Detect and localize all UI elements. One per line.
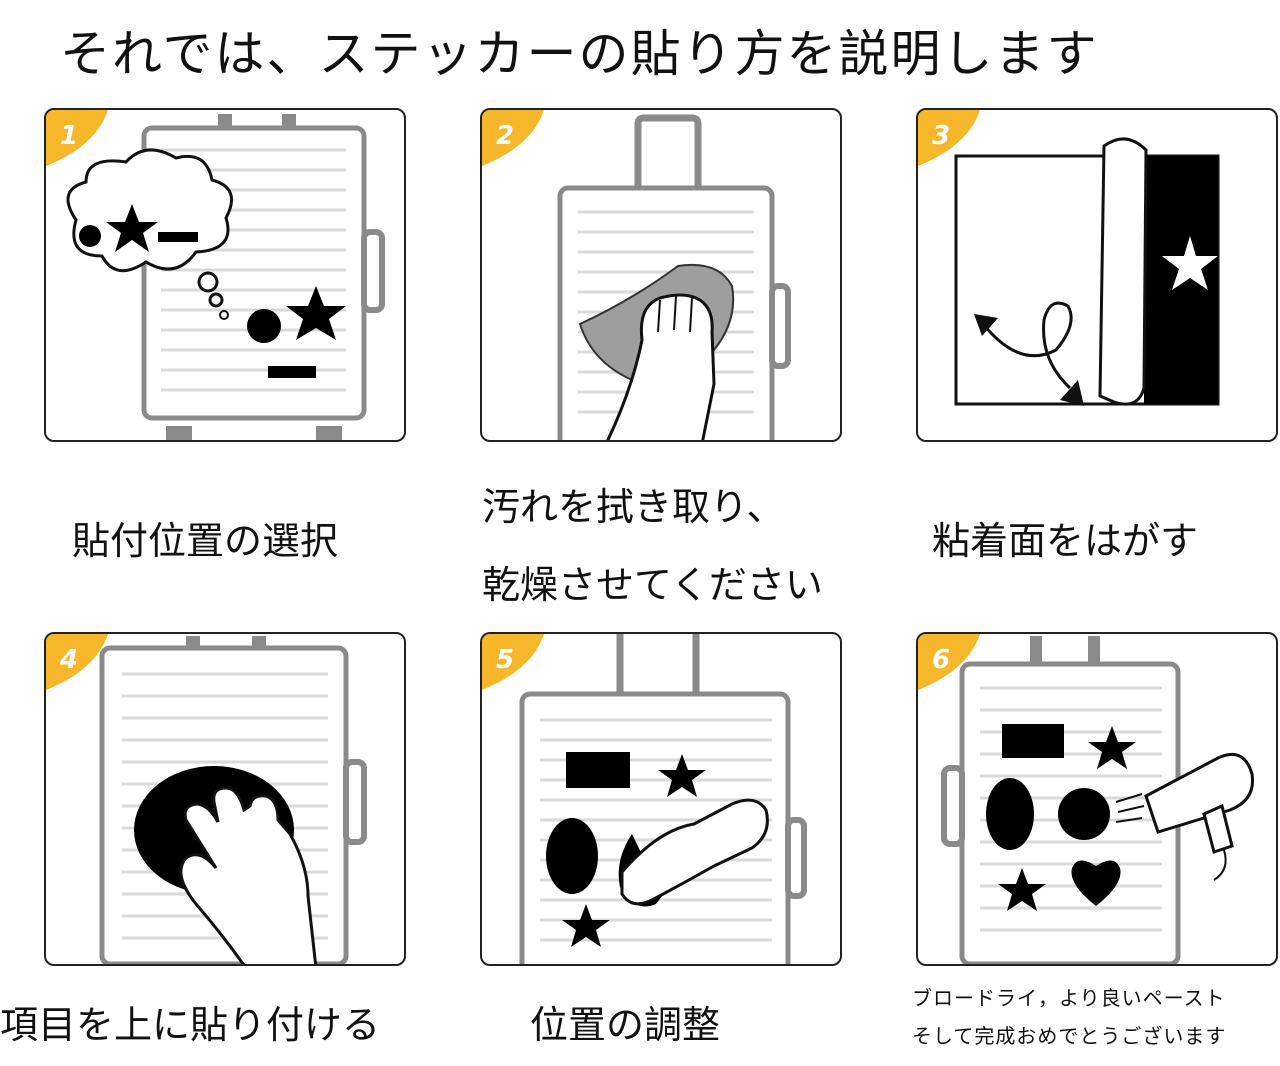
sticker-oval	[546, 818, 598, 894]
sticker-heart	[1071, 860, 1121, 906]
sticker-rect	[1002, 724, 1064, 758]
step-badge	[46, 634, 108, 690]
peeling-sheet	[1098, 137, 1148, 406]
star-cutout	[1162, 236, 1218, 290]
hand-icon	[620, 798, 769, 906]
step-1-illustration: 1	[46, 110, 385, 440]
step-badge	[918, 110, 980, 166]
step-badge	[482, 110, 544, 166]
sticker-circle	[247, 309, 281, 343]
step-4-illustration: 4	[46, 634, 367, 964]
step-6-illustration: 6	[918, 634, 1255, 964]
step-1-panel: 1	[44, 108, 406, 442]
hairdryer-icon	[1144, 753, 1255, 834]
step-number: 3	[932, 121, 950, 151]
step-badge	[482, 634, 544, 690]
sticker-star-small	[998, 868, 1046, 911]
suitcase-telescopic-handle	[634, 114, 702, 188]
sticker-rect	[566, 752, 630, 788]
step-3-caption: 粘着面をはがす	[932, 519, 1199, 563]
step-2-panel: 2	[480, 108, 842, 442]
hand-icon	[179, 786, 318, 964]
peel-arrow-icon	[978, 301, 1073, 390]
step-number: 6	[932, 645, 950, 675]
step-number: 2	[496, 121, 514, 151]
step-6-caption-line2: そして完成おめでとうございます	[912, 1024, 1227, 1048]
step-number: 5	[496, 645, 514, 675]
step-2-caption-line1: 汚れを拭き取り、	[482, 485, 785, 529]
step-4-caption: 項目を上に貼り付ける	[0, 1003, 381, 1047]
step-2-caption-line2: 乾燥させてください	[482, 563, 823, 607]
suitcase-side-handle	[361, 229, 385, 313]
step-6-panel: 6	[916, 632, 1278, 966]
sticker-circle	[1058, 788, 1110, 840]
step-3-panel: 3	[916, 108, 1278, 442]
sticker-oval	[986, 778, 1034, 850]
step-4-panel: 4	[44, 632, 406, 966]
step-5-illustration: 5	[482, 634, 807, 964]
page-title: それでは、ステッカーの貼り方を説明します	[60, 25, 1099, 83]
step-5-panel: 5	[480, 632, 842, 966]
step-3-illustration: 3	[918, 110, 1220, 406]
step-number: 4	[59, 645, 78, 675]
air-lines	[1115, 793, 1145, 823]
sticker-star	[658, 754, 706, 797]
step-badge	[46, 110, 108, 166]
step-6-caption-line1: ブロードライ，より良いペースト	[912, 986, 1226, 1010]
sticker-star	[1088, 726, 1136, 769]
sticker-star-small	[562, 904, 610, 947]
step-badge	[918, 634, 980, 690]
step-number: 1	[60, 121, 78, 151]
step-2-illustration: 2	[482, 110, 791, 440]
step-5-caption: 位置の調整	[530, 1003, 721, 1047]
sticker-star	[286, 286, 346, 340]
step-1-caption: 貼付位置の選択	[72, 519, 339, 563]
hand-icon	[606, 293, 716, 440]
sticker-bar	[268, 366, 316, 378]
